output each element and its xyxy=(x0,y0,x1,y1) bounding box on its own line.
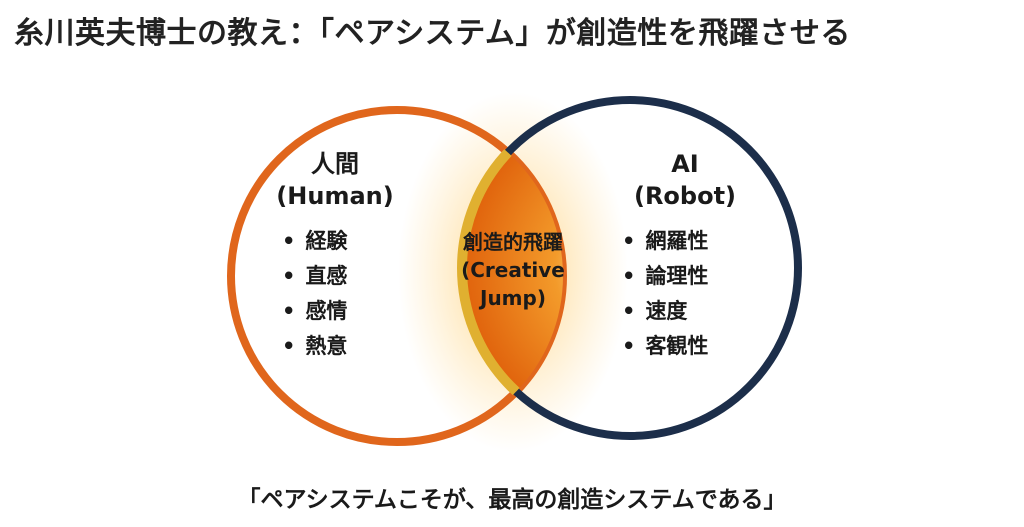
creative-jump-label: 創造的飛躍 (Creative Jump) xyxy=(420,228,606,312)
list-item: 直感 xyxy=(282,259,410,294)
list-item: 速度 xyxy=(622,294,760,329)
list-item: 熱意 xyxy=(282,329,410,364)
list-item: 感情 xyxy=(282,294,410,329)
ai-subheading: (Robot) xyxy=(633,182,737,210)
center-line3: Jump) xyxy=(480,286,546,310)
page-title: 糸川英夫博士の教え：「ペアシステム」が創造性を飛躍させる xyxy=(14,16,851,51)
ai-block: AI (Robot) 網羅性 論理性 速度 客観性 xyxy=(610,148,760,364)
ai-heading: AI xyxy=(671,150,699,178)
quote: 「ペアシステムこそが、最高の創造システムである」 xyxy=(237,487,787,513)
human-block: 人間 (Human) 経験 直感 感情 熱意 xyxy=(260,148,410,364)
center-line1: 創造的飛躍 xyxy=(463,230,563,254)
human-traits: 経験 直感 感情 熱意 xyxy=(282,224,410,364)
list-item: 経験 xyxy=(282,224,410,259)
center-line2: (Creative xyxy=(461,258,565,282)
human-heading: 人間 xyxy=(311,150,359,178)
human-subheading: (Human) xyxy=(276,182,394,210)
list-item: 客観性 xyxy=(622,329,760,364)
ai-traits: 網羅性 論理性 速度 客観性 xyxy=(622,224,760,364)
list-item: 網羅性 xyxy=(622,224,760,259)
list-item: 論理性 xyxy=(622,259,760,294)
